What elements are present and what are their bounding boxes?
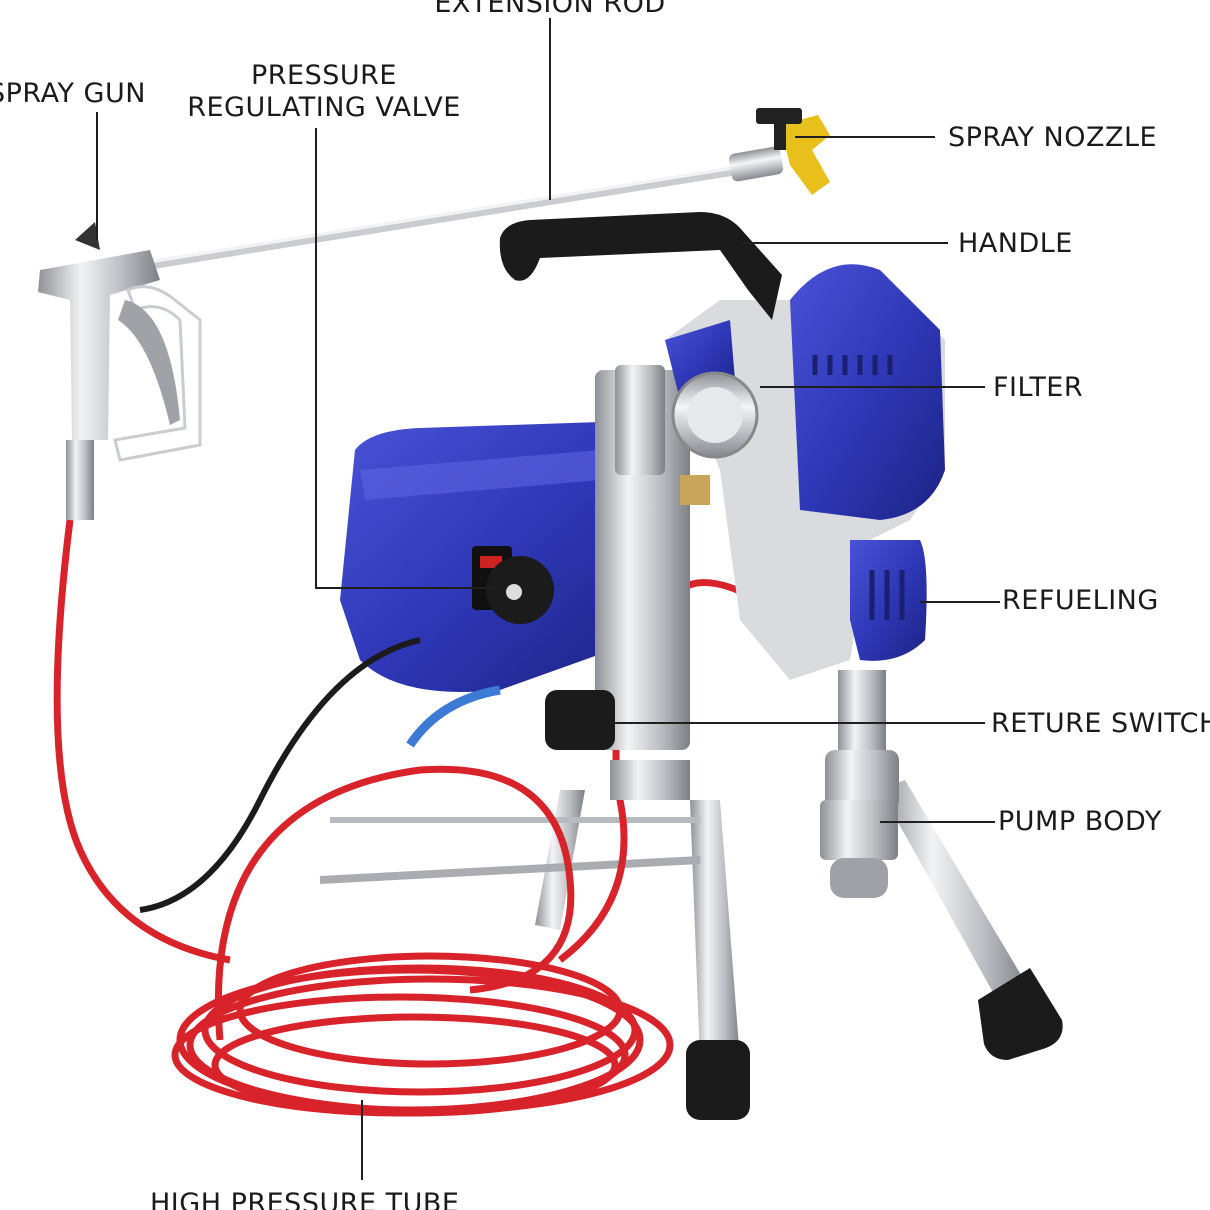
spray-gun-shape — [38, 222, 202, 520]
label-handle: HANDLE — [958, 228, 1073, 259]
label-filter: FILTER — [993, 372, 1084, 403]
label-refueling: REFUELING — [1002, 585, 1159, 616]
hose-coils — [53, 519, 833, 1117]
label-extension-rod: EXTENSION ROD — [434, 0, 666, 19]
label-pressure-regulating-valve-line2: REGULATING VALVE — [187, 92, 461, 123]
label-spray-nozzle: SPRAY NOZZLE — [948, 122, 1158, 153]
label-high-pressure-tube: HIGH PRESSURE TUBE — [150, 1188, 460, 1210]
extension-rod-shape — [149, 108, 830, 270]
power-cable — [139, 637, 421, 913]
gearbox — [665, 264, 945, 680]
pump-column — [486, 365, 710, 800]
label-pressure-regulating-valve-line1: PRESSURE — [251, 60, 397, 91]
label-return-switch: RETURE SWITCH — [991, 708, 1210, 739]
label-pump-body: PUMP BODY — [998, 806, 1162, 837]
leader-lines — [96, 18, 1000, 1180]
handle-shape — [499, 212, 782, 320]
tripod-legs — [319, 780, 1063, 1120]
label-spray-gun: SPRAY GUN — [0, 78, 146, 109]
pump-body-shape — [820, 670, 899, 898]
